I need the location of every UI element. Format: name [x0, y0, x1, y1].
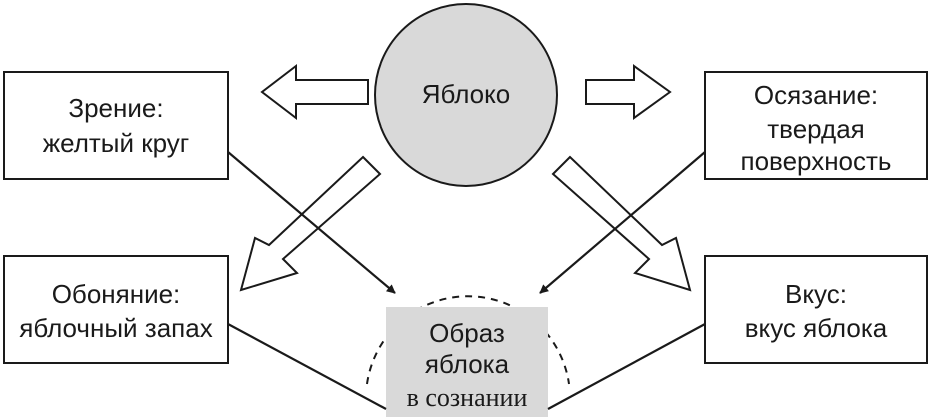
dashed-arc [366, 295, 570, 385]
touch-detail-1: твердая [767, 114, 864, 144]
touch-box [704, 71, 928, 180]
taste-title: Вкус: [785, 279, 847, 309]
arrow-touch-to-result [539, 151, 706, 294]
smell-title: Обоняние: [52, 279, 181, 309]
apple-label: Яблоко [422, 79, 511, 109]
touch-title: Осязание: [754, 80, 878, 110]
arrow-sight-to-result [227, 151, 396, 294]
taste-box [704, 255, 928, 364]
smell-detail: яблочный запах [19, 313, 212, 343]
taste-detail: вкус яблока [745, 313, 888, 343]
hollow-arrow-down-left [239, 155, 382, 292]
sight-title: Зрение: [68, 93, 163, 123]
hollow-arrow-right [585, 64, 672, 120]
result-line-1: Образ [429, 318, 505, 348]
result-line-2: яблока [425, 349, 510, 379]
hollow-arrow-left [260, 63, 369, 121]
apple-circle [374, 3, 558, 187]
sight-box [3, 71, 229, 180]
result-box [386, 307, 548, 417]
touch-detail-2: поверхность [741, 146, 892, 176]
line-taste-to-result [547, 323, 706, 410]
result-line-3: в сознании [407, 383, 528, 412]
line-smell-to-result [227, 323, 387, 410]
smell-box [3, 255, 229, 364]
sight-detail: желтый круг [43, 128, 190, 158]
